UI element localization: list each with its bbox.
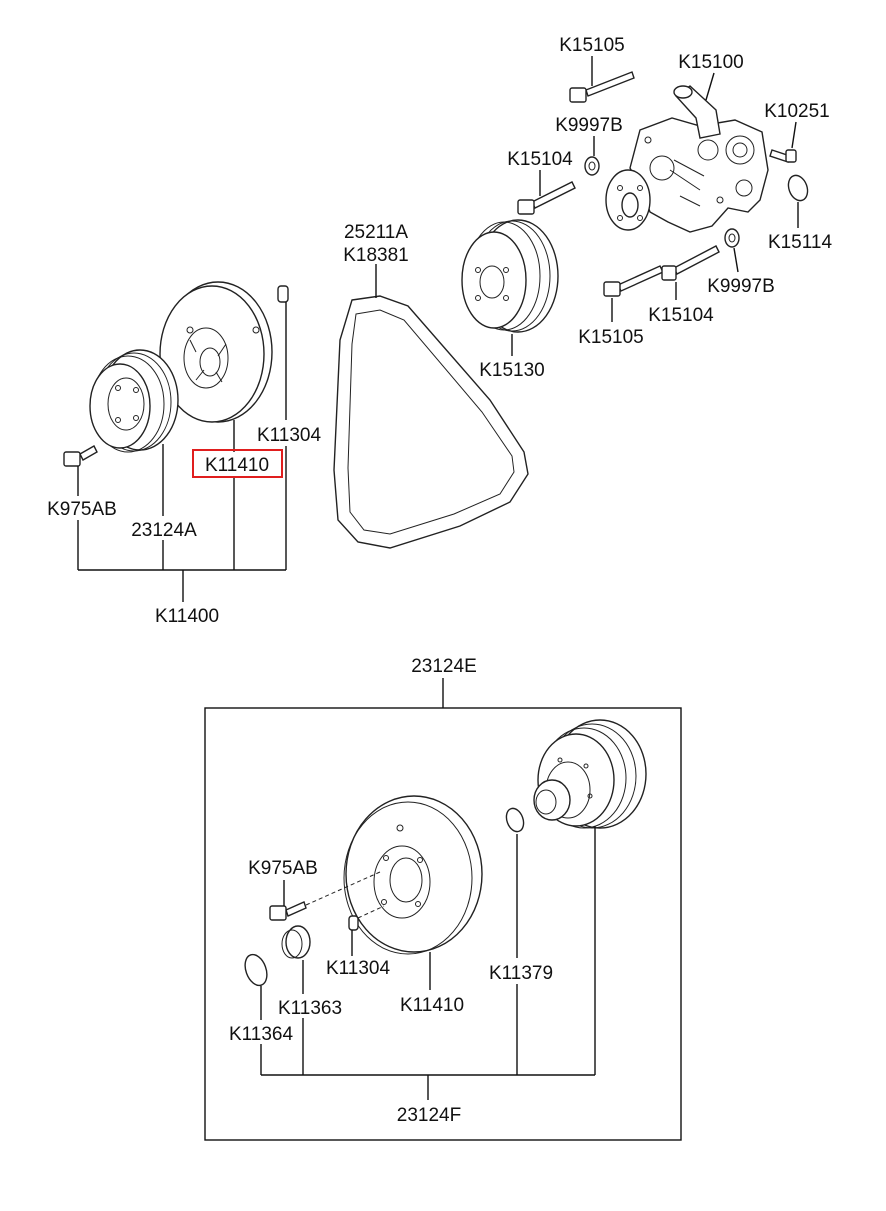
label-k11400: K11400 — [155, 606, 219, 627]
label-k11304-upper: K11304 — [257, 425, 322, 446]
label-k975ab-upper: K975AB — [47, 499, 117, 520]
label-23124a: 23124A — [131, 520, 197, 541]
label-belt-k18381: K18381 — [343, 245, 409, 266]
label-k15100: K15100 — [678, 52, 744, 73]
label-23124f: 23124F — [397, 1105, 461, 1126]
label-k11379: K11379 — [489, 963, 553, 984]
label-k11364: K11364 — [229, 1024, 294, 1045]
label-k15105-top: K15105 — [559, 35, 625, 56]
pump-bolt-bottom-drawing — [603, 265, 664, 297]
pin-drawing — [277, 285, 289, 303]
label-k15130: K15130 — [479, 360, 545, 381]
label-k15114: K15114 — [768, 232, 833, 253]
label-k11410-lower: K11410 — [400, 995, 464, 1016]
label-k9997b-bottom: K9997B — [707, 276, 775, 297]
pump-gasket-drawing — [787, 174, 809, 202]
v-belt-drawing — [333, 295, 529, 549]
pump-bolt-mid-drawing — [517, 181, 576, 215]
lower-bolt-drawing — [269, 871, 381, 921]
label-k15105-bottom: K15105 — [578, 327, 644, 348]
label-belt-25211a: 25211A — [344, 222, 408, 243]
label-23124e: 23124E — [411, 656, 477, 677]
label-k9997b-top: K9997B — [555, 115, 623, 136]
small-bolt-drawing — [769, 149, 797, 163]
highlight-box-k11410 — [192, 449, 283, 478]
pump-bolt-long-drawing — [661, 245, 720, 281]
seal-k11363-drawing — [281, 925, 311, 959]
crank-bolt-drawing — [63, 445, 98, 467]
ring-k11364-drawing — [244, 953, 268, 987]
label-k11363: K11363 — [278, 998, 342, 1019]
label-k11410-upper: K11410 — [205, 455, 269, 476]
label-k10251: K10251 — [764, 101, 830, 122]
label-k15104-bottom: K15104 — [648, 305, 714, 326]
assembly-23124e-box — [204, 707, 682, 1141]
label-k15104-top: K15104 — [507, 149, 573, 170]
pump-pulley-drawing — [461, 219, 559, 333]
label-k11304-lower: K11304 — [326, 958, 391, 979]
lower-pulley-drawing — [533, 719, 647, 829]
crank-pulley-drawing — [89, 349, 179, 453]
upper-leader-lines — [77, 56, 799, 602]
lower-pin-drawing — [348, 905, 385, 931]
damper-pulley-drawing — [159, 281, 273, 423]
lower-damper-drawing — [343, 795, 483, 955]
label-k975ab-lower: K975AB — [248, 858, 318, 879]
pump-bolt-top-drawing — [569, 71, 635, 103]
water-pump-drawing — [605, 85, 769, 233]
washers-drawing — [584, 156, 740, 248]
o-ring-k11379-drawing — [505, 807, 525, 833]
lower-leader-lines — [260, 826, 596, 1100]
